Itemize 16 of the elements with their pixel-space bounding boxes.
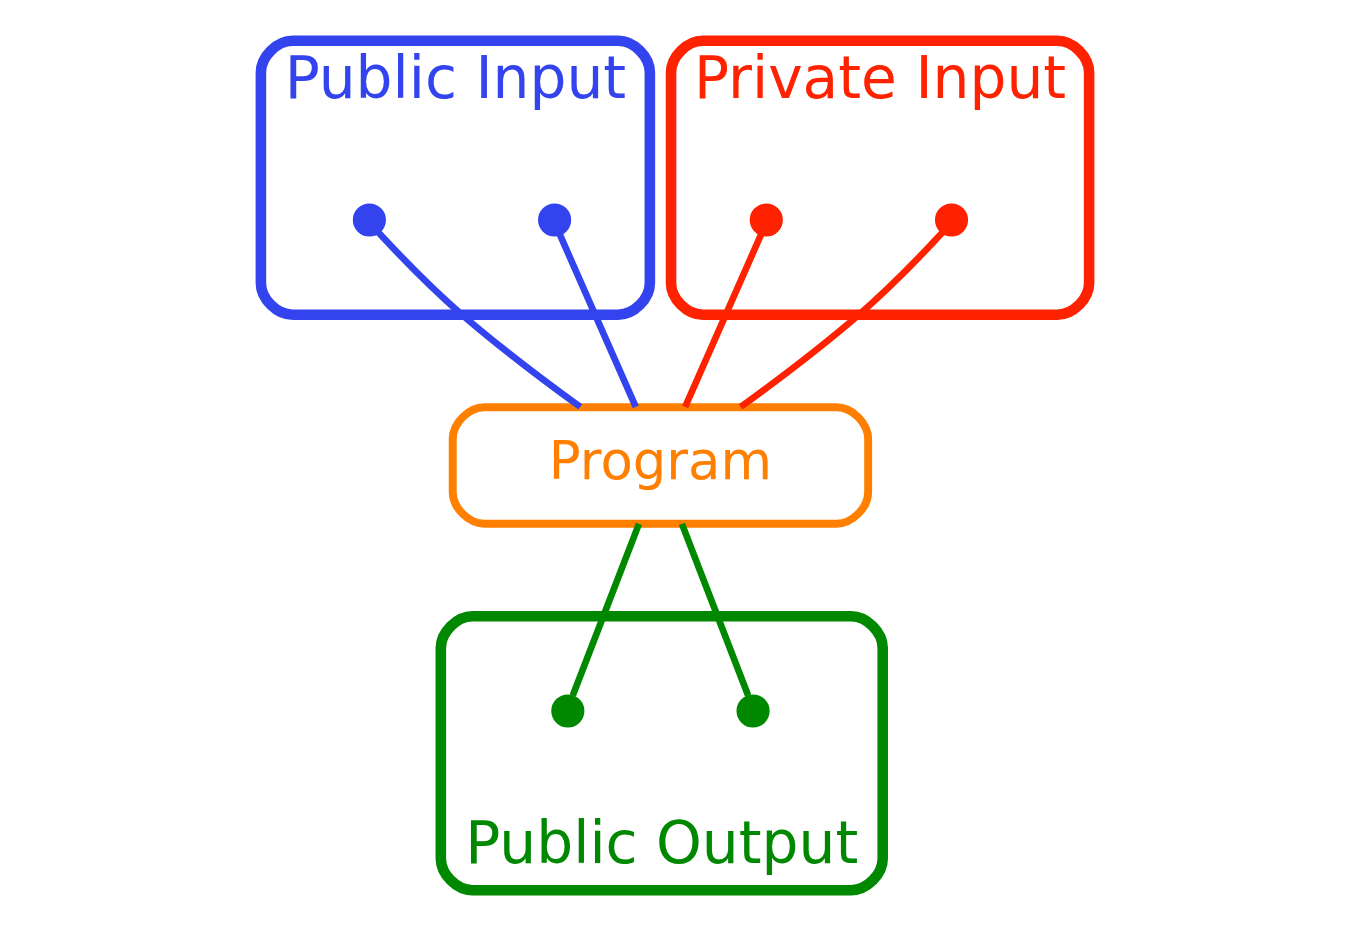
cluster: Public Input [255,34,656,320]
node-box: Program [448,402,873,528]
node-circle [352,203,386,237]
connector [682,233,764,408]
connector [376,230,583,410]
node-circle [934,203,969,237]
node-circle [551,693,585,727]
node-circle [749,203,783,237]
connector [738,230,945,410]
node-circle [736,693,770,727]
connector [569,522,643,697]
cluster: Private Input [665,34,1095,320]
cluster: Public Output [435,610,888,896]
node-circle [538,203,572,237]
connector [678,522,752,697]
connector [556,233,639,408]
